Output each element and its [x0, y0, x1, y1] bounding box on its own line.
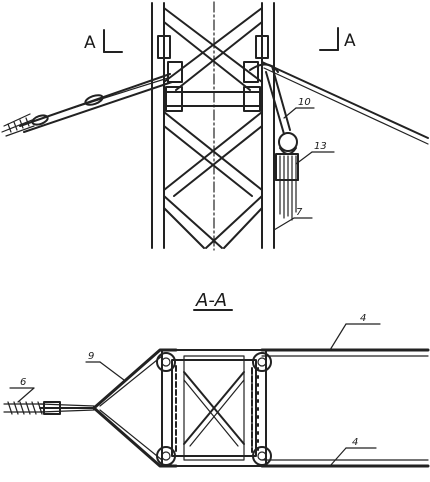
callout-4-upper: 4 — [329, 313, 381, 351]
left-sling-rope — [1, 73, 173, 137]
section-cross-bracing — [183, 371, 245, 447]
rope-6 — [3, 401, 95, 415]
left-leg-clamp — [157, 35, 183, 83]
callout-10: 10 — [283, 97, 315, 119]
middle-cross-bracing — [163, 111, 263, 197]
callout-7: 7 — [273, 207, 313, 231]
callout-10-label: 10 — [298, 97, 311, 108]
section-a-a-view: 6 9 4 4 — [3, 313, 430, 468]
tower-elevation-view: A A — [1, 1, 429, 251]
section-marker-left: A — [84, 29, 123, 53]
callout-4-lower: 4 — [329, 437, 377, 467]
callout-4-lower-label: 4 — [352, 437, 358, 448]
section-marker-right-label: A — [344, 31, 356, 51]
callout-4-upper-label: 4 — [360, 313, 366, 324]
callout-6: 6 — [9, 377, 35, 403]
hook-block — [265, 65, 298, 155]
callout-13: 13 — [295, 141, 335, 165]
horizontal-strut — [163, 86, 263, 112]
sling-9 — [92, 348, 178, 468]
right-leg-clamp — [243, 35, 269, 83]
upper-cross-bracing — [163, 7, 263, 91]
chain-segment — [251, 367, 259, 453]
section-marker-left-label: A — [84, 33, 96, 53]
callout-7-label: 7 — [296, 207, 303, 218]
right-guy-rope — [249, 61, 429, 145]
callout-6-label: 6 — [20, 377, 26, 388]
lower-cross-bracing — [163, 195, 263, 249]
guy-rope-4-lower — [260, 459, 430, 468]
section-title: A-A — [195, 290, 227, 311]
section-marker-right: A — [319, 27, 356, 51]
callout-9-label: 9 — [88, 351, 94, 362]
callout-9: 9 — [85, 351, 125, 381]
corner-pulleys — [156, 352, 272, 466]
callout-13-label: 13 — [314, 141, 327, 152]
pulley-block-assembly — [275, 153, 299, 221]
tower-cross-section-frame — [161, 349, 267, 467]
guy-rope-4-upper — [260, 348, 430, 357]
